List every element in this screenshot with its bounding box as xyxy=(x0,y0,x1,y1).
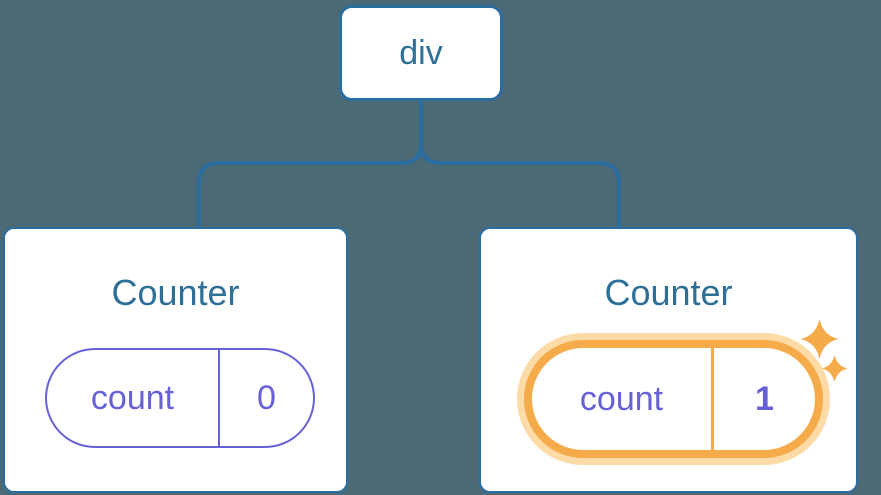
pill-divider xyxy=(711,348,714,450)
counter-card-left: Counter count 0 xyxy=(3,227,348,493)
pill-divider xyxy=(218,350,220,446)
connector-left-branch xyxy=(197,143,423,228)
state-key: count xyxy=(90,378,175,417)
sparkle-small xyxy=(821,355,848,382)
counter-card-right: Counter count 1 xyxy=(479,227,858,493)
state-value: 0 xyxy=(257,378,276,417)
sparkle-large xyxy=(800,319,839,359)
state-key: count xyxy=(579,379,664,418)
component-title: Counter xyxy=(111,272,240,313)
state-value: 1 xyxy=(755,379,774,418)
root-node-div: div xyxy=(339,5,503,101)
state-pill-count-0: count 0 xyxy=(45,348,315,448)
root-node-label: div xyxy=(399,34,443,72)
state-pill-count-1-highlighted: count 1 xyxy=(524,340,823,458)
sparkles-icon xyxy=(800,319,848,382)
connector-right-branch xyxy=(419,143,621,228)
component-title: Counter xyxy=(604,272,733,313)
